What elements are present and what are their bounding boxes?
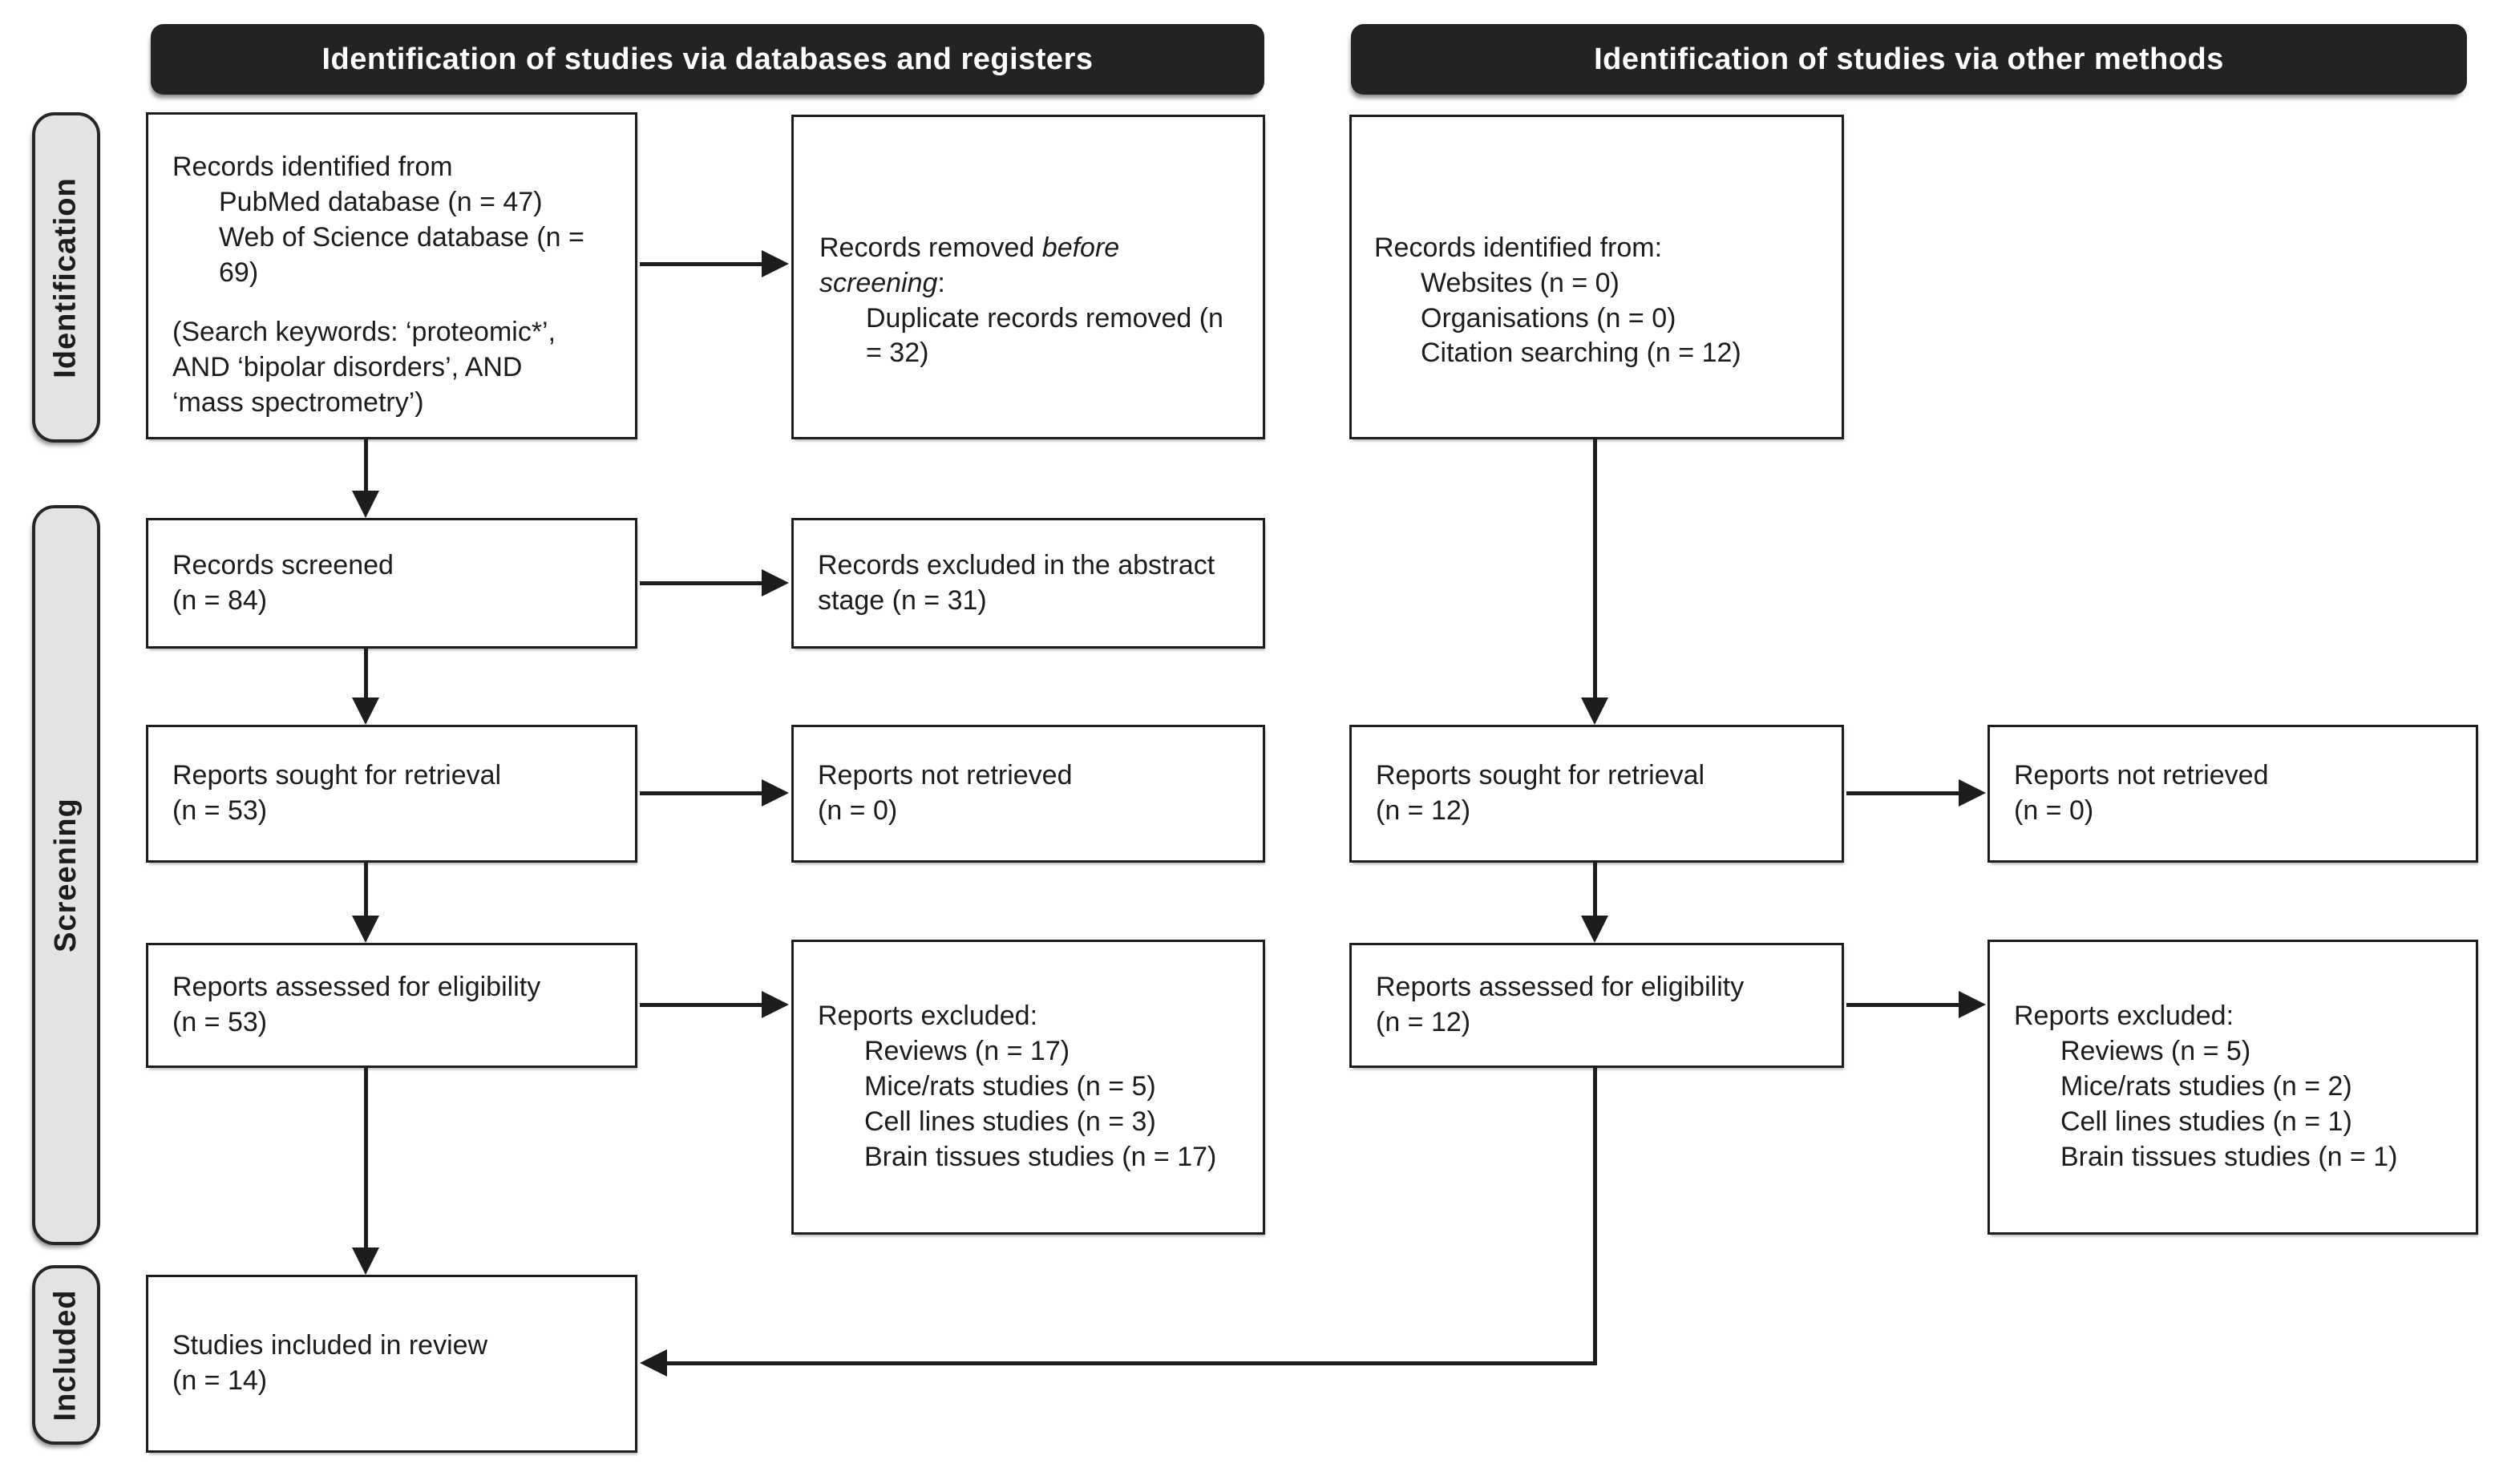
arrow-assessed-other-to-excluded-head: [1959, 991, 1986, 1018]
arrow-identified-to-removed-line: [640, 262, 762, 266]
records-identified-title: Records identified from: [172, 152, 453, 182]
box-reports-assessed-databases: Reports assessed for eligibility (n = 53…: [146, 943, 637, 1068]
reports-assessed-other-line2: (n = 12): [1376, 1007, 1471, 1037]
box-reports-not-retrieved-databases: Reports not retrieved (n = 0): [791, 725, 1265, 863]
reports-excluded-other-title: Reports excluded:: [2014, 1001, 2234, 1032]
records-screened-line1: Records screened: [172, 549, 394, 580]
arrow-sought-other-to-assessed-head: [1581, 916, 1608, 943]
stage-label-screening: Screening: [32, 505, 100, 1245]
records-identified-web-of-science: Web of Science database (n = 69): [219, 221, 584, 288]
arrow-screened-to-excluded-head: [762, 569, 789, 596]
header-databases-registers: Identification of studies via databases …: [151, 24, 1264, 95]
reports-excluded-db-cell-lines: Cell lines studies (n = 3): [864, 1106, 1156, 1137]
box-reports-not-retrieved-other: Reports not retrieved (n = 0): [1988, 725, 2478, 863]
reports-excluded-other-cell-lines: Cell lines studies (n = 1): [2060, 1106, 2352, 1137]
arrow-assessed-other-to-excluded-line: [1846, 1003, 1960, 1007]
records-removed-duplicates: Duplicate records removed (n = 32): [866, 302, 1223, 369]
arrow-sought-other-to-assessed-line: [1593, 863, 1597, 916]
arrow-assessed-to-included-line: [364, 1068, 368, 1247]
reports-sought-other-line1: Reports sought for retrieval: [1376, 760, 1705, 791]
arrow-assessed-to-included-head: [352, 1247, 379, 1275]
box-reports-assessed-other: Reports assessed for eligibility (n = 12…: [1349, 943, 1844, 1068]
stage-label-included: Included: [32, 1265, 100, 1445]
records-removed-italic: before screening: [819, 232, 1120, 298]
records-identified-other-title: Records identified from:: [1374, 232, 1663, 263]
records-removed-suffix: :: [937, 267, 945, 298]
reports-excluded-other-brain-tissues: Brain tissues studies (n = 1): [2060, 1141, 2398, 1172]
spacer: [172, 290, 598, 315]
reports-not-retrieved-other-line1: Reports not retrieved: [2014, 760, 2269, 791]
reports-assessed-db-line1: Reports assessed for eligibility: [172, 972, 541, 1003]
arrow-assessed-to-excluded-line: [640, 1003, 762, 1007]
records-removed-title: Records removed before screening:: [819, 231, 1237, 301]
box-reports-sought-other: Reports sought for retrieval (n = 12): [1349, 725, 1844, 863]
records-identified-other-websites: Websites (n = 0): [1421, 267, 1620, 298]
arrow-assessed-to-excluded-head: [762, 991, 789, 1018]
reports-excluded-other-mice-rats: Mice/rats studies (n = 2): [2060, 1071, 2352, 1102]
reports-not-retrieved-db-line1: Reports not retrieved: [818, 760, 1073, 791]
arrow-assessed-other-to-included-horizontal-line: [667, 1361, 1595, 1365]
arrow-identified-to-screened-head: [352, 491, 379, 518]
arrow-assessed-other-to-included-head: [640, 1349, 667, 1377]
box-records-screened: Records screened (n = 84): [146, 518, 637, 649]
arrow-sought-to-not-retrieved-head: [762, 779, 789, 807]
box-records-removed-before-screening: Records removed before screening: Duplic…: [791, 115, 1265, 439]
stage-label-screening-text: Screening: [49, 798, 83, 952]
arrow-sought-other-to-not-retrieved-head: [1959, 779, 1986, 807]
reports-sought-db-line1: Reports sought for retrieval: [172, 760, 502, 791]
reports-assessed-other-line1: Reports assessed for eligibility: [1376, 972, 1745, 1003]
box-records-identified-other: Records identified from: Websites (n = 0…: [1349, 115, 1844, 439]
reports-sought-db-line2: (n = 53): [172, 795, 268, 826]
reports-not-retrieved-other-line2: (n = 0): [2014, 795, 2094, 826]
arrow-sought-to-not-retrieved-line: [640, 791, 762, 795]
studies-included-line1: Studies included in review: [172, 1330, 488, 1361]
reports-excluded-other-reviews: Reviews (n = 5): [2060, 1036, 2251, 1067]
arrow-screened-to-sought-head: [352, 698, 379, 725]
arrow-identified-other-to-sought-line: [1593, 439, 1597, 698]
arrow-sought-to-assessed-head: [352, 916, 379, 943]
arrow-screened-to-sought-line: [364, 649, 368, 698]
stage-label-identification: Identification: [32, 112, 100, 443]
reports-excluded-db-title: Reports excluded:: [818, 1001, 1038, 1032]
reports-excluded-db-brain-tissues: Brain tissues studies (n = 17): [864, 1141, 1217, 1172]
records-identified-other-citation: Citation searching (n = 12): [1421, 338, 1741, 369]
box-records-excluded-abstract: Records excluded in the abstract stage (…: [791, 518, 1265, 649]
reports-excluded-db-reviews: Reviews (n = 17): [864, 1036, 1070, 1067]
reports-not-retrieved-db-line2: (n = 0): [818, 795, 898, 826]
box-reports-excluded-databases: Reports excluded: Reviews (n = 17) Mice/…: [791, 940, 1265, 1235]
box-records-identified-databases: Records identified from PubMed database …: [146, 112, 637, 439]
arrow-sought-to-assessed-line: [364, 863, 368, 916]
records-screened-line2: (n = 84): [172, 584, 268, 616]
records-identified-pubmed: PubMed database (n = 47): [219, 186, 543, 217]
header-other-methods: Identification of studies via other meth…: [1351, 24, 2467, 95]
stage-label-included-text: Included: [49, 1288, 83, 1421]
records-removed-prefix: Records removed: [819, 232, 1042, 263]
reports-assessed-db-line2: (n = 53): [172, 1007, 268, 1037]
records-identified-other-organisations: Organisations (n = 0): [1421, 302, 1676, 334]
studies-included-line2: (n = 14): [172, 1365, 268, 1396]
stage-label-identification-text: Identification: [49, 176, 83, 378]
records-excluded-abstract-text: Records excluded in the abstract stage (…: [818, 549, 1215, 616]
arrow-screened-to-excluded-line: [640, 581, 762, 585]
reports-excluded-db-mice-rats: Mice/rats studies (n = 5): [864, 1071, 1156, 1102]
arrow-assessed-other-to-included-vertical-line: [1593, 1068, 1597, 1365]
arrow-identified-other-to-sought-head: [1581, 698, 1608, 725]
records-identified-keywords: (Search keywords: ‘proteomic*’, AND ‘bip…: [172, 317, 556, 419]
arrow-identified-to-removed-head: [762, 250, 789, 277]
box-studies-included: Studies included in review (n = 14): [146, 1275, 637, 1453]
reports-sought-other-line2: (n = 12): [1376, 795, 1471, 826]
arrow-identified-to-screened-line: [364, 439, 368, 491]
arrow-sought-other-to-not-retrieved-line: [1846, 791, 1960, 795]
box-reports-sought-databases: Reports sought for retrieval (n = 53): [146, 725, 637, 863]
box-reports-excluded-other: Reports excluded: Reviews (n = 5) Mice/r…: [1988, 940, 2478, 1235]
